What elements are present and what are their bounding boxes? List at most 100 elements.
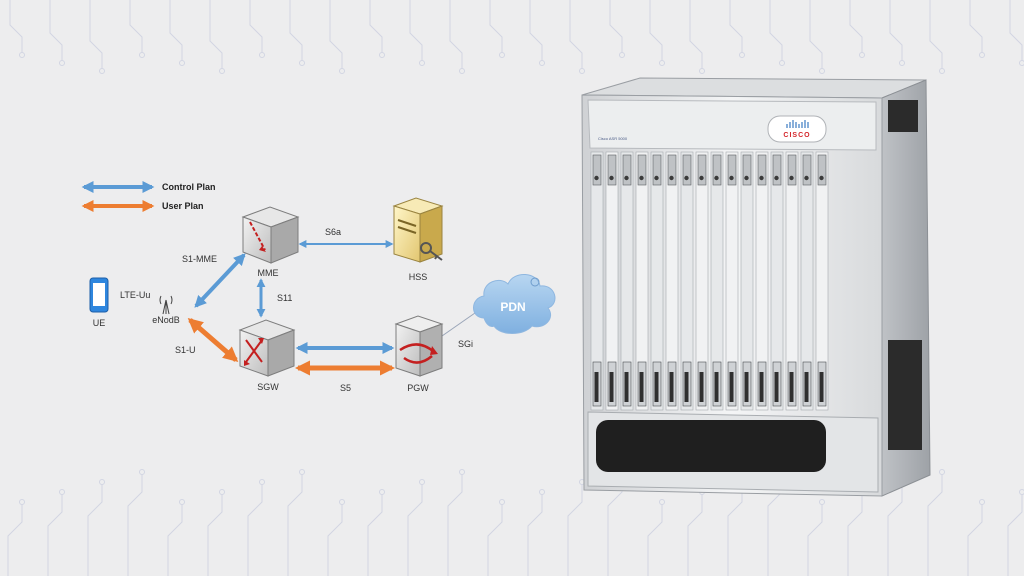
air-intake [596,420,826,472]
card-latch-top [817,154,827,186]
s1-mme-label: S1-MME [182,254,217,264]
card-lever [744,372,749,402]
circuit-background [7,0,1024,576]
card-latch-top [637,154,647,186]
card-latch-top [622,154,632,186]
s5-label: S5 [340,383,351,393]
sgw-router-icon [238,319,296,377]
card-ejector [804,175,809,181]
legend-control-plan: Control Plan [81,181,216,193]
card-latch-top [697,154,707,186]
card-ejector [609,175,614,181]
legend-control-label: Control Plan [162,182,216,192]
side-vent [888,100,922,450]
card-ejector [714,175,719,181]
line-card [665,151,679,411]
enodeb-node: eNodB [152,295,180,325]
s1-mme-link [194,253,246,308]
antenna-icon [159,295,173,315]
cisco-badge [767,115,827,143]
line-card [725,151,739,411]
sgw-label: SGW [257,382,279,392]
card-latch-top [772,154,782,186]
card-ejector [774,175,779,181]
card-ejector [624,175,629,181]
line-card [800,151,814,411]
line-card [620,151,634,411]
line-card [740,151,754,411]
card-ejector [744,175,749,181]
line-card [710,151,724,411]
card-latch-top [682,154,692,186]
card-lever [669,372,674,402]
card-latch-top [592,154,602,186]
cloud-icon [473,274,556,334]
connections [187,240,486,376]
line-card [680,151,694,411]
s6a-label: S6a [325,227,341,237]
mme-router-icon [241,206,300,264]
line-card [815,151,829,411]
card-latch-top [787,154,797,186]
sgw-node: SGW [238,319,296,392]
line-card [605,151,619,411]
card-latch-top [742,154,752,186]
pdn-label: PDN [500,300,525,314]
card-lever [804,372,809,402]
line-card [785,151,799,411]
line-card [695,151,709,411]
card-lever [639,372,644,402]
legend: Control Plan User Plan [81,181,216,212]
card-ejector [654,175,659,181]
ue-node: UE [89,277,109,328]
line-card [635,151,649,411]
card-ejector [819,175,824,181]
s11-label: S11 [277,293,292,303]
card-lever [759,372,764,402]
card-latch-top [757,154,767,186]
hss-node: HSS [392,197,444,282]
lte-uu-label: LTE-Uu [120,290,150,300]
pgw-node: PGW [394,315,444,393]
card-latch-top [652,154,662,186]
cisco-brand-label: CISCO [783,132,810,139]
card-lever [609,372,614,402]
s1-u-label: S1-U [175,345,196,355]
card-lever [624,372,629,402]
card-ejector [789,175,794,181]
legend-user-plan: User Plan [81,200,204,212]
mme-label: MME [258,268,279,278]
card-ejector [639,175,644,181]
hss-label: HSS [409,272,428,282]
card-latch-top [667,154,677,186]
card-latch-top [712,154,722,186]
card-latch-top [607,154,617,186]
sgi-label: SGi [458,339,473,349]
pdn-cloud: PDN [473,274,556,334]
cisco-asr5000-chassis: CISCO Cisco ASR 5000 [581,77,931,497]
card-lever [699,372,704,402]
card-ejector [594,175,599,181]
card-lever [684,372,689,402]
card-ejector [669,175,674,181]
card-lever [654,372,659,402]
card-ejector [759,175,764,181]
card-lever [789,372,794,402]
hss-server-icon [392,197,444,263]
card-latch-top [802,154,812,186]
card-ejector [684,175,689,181]
enodeb-label: eNodB [152,315,180,325]
mme-node: MME [241,206,300,278]
card-lever [594,372,599,402]
line-card [650,151,664,411]
card-slots [590,151,829,411]
line-card [590,151,604,411]
card-ejector [729,175,734,181]
model-label: Cisco ASR 5000 [598,136,628,141]
card-ejector [699,175,704,181]
s1-u-link [187,318,239,362]
card-latch-top [727,154,737,186]
key-icon [420,242,443,261]
legend-user-label: User Plan [162,201,204,211]
